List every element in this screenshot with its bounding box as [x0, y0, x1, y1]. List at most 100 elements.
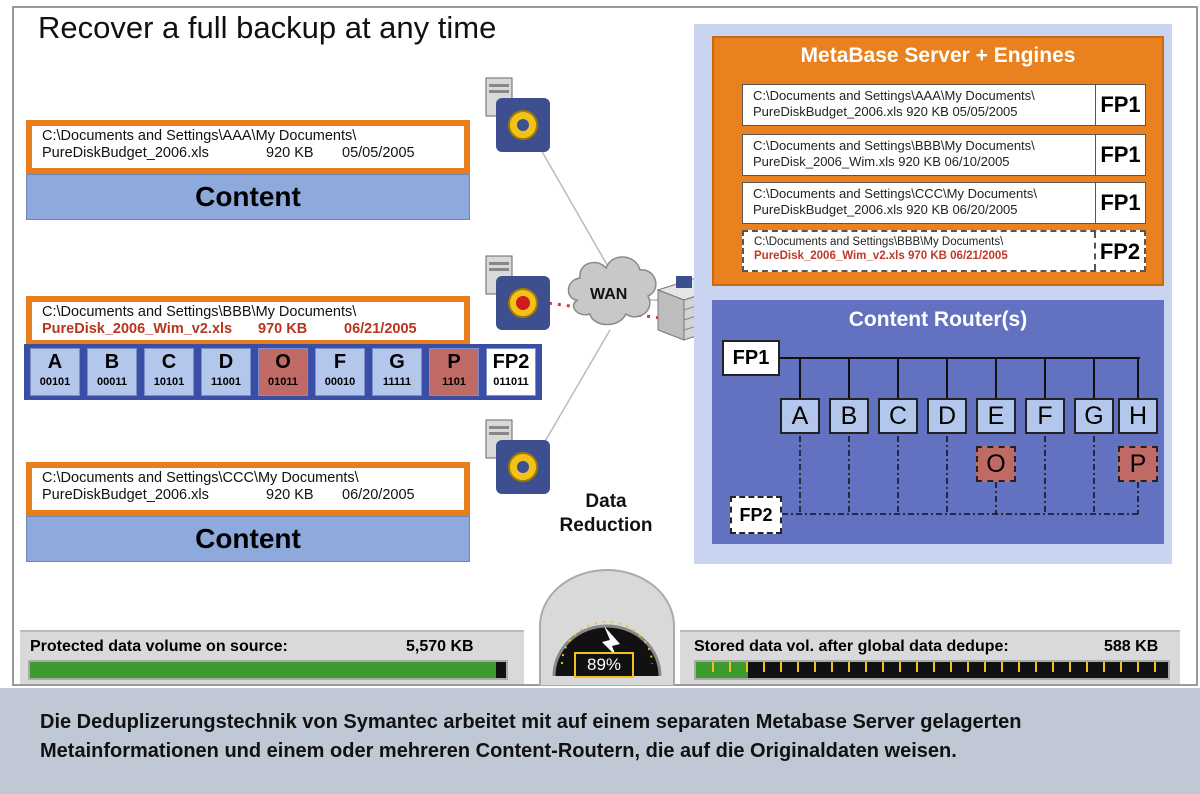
metabase-row-text: C:\Documents and Settings\BBB\My Documen… — [743, 135, 1095, 175]
right-gauge-track — [694, 660, 1170, 680]
chunk-b: B 00011 — [87, 348, 137, 396]
fingerprint-label: FP2 — [1094, 232, 1144, 270]
file-card-bbb: C:\Documents and Settings\BBB\My Documen… — [26, 296, 470, 346]
row-path: C:\Documents and Settings\BBB\My Documen… — [754, 236, 1004, 248]
right-gauge-label: Stored data vol. after global data dedup… — [694, 638, 1009, 655]
row-path: C:\Documents and Settings\CCC\My Documen… — [753, 186, 1037, 201]
row-path: C:\Documents and Settings\AAA\My Documen… — [753, 88, 1035, 103]
metabase-row-text: C:\Documents and Settings\BBB\My Documen… — [744, 232, 1094, 270]
fingerprint-label: FP1 — [1095, 135, 1145, 175]
chunk-strip: A 00101 B 00011 C 10101 D 11001 O 01011 F 00010 G 111… — [24, 344, 542, 400]
chunk-d: D 11001 — [201, 348, 251, 396]
chunk-name: G — [389, 351, 405, 373]
fingerprint-label: FP1 — [1095, 183, 1145, 223]
file-name: PureDisk_2006_Wim_v2.xls — [42, 321, 233, 337]
content-bar-top: Content — [26, 174, 470, 220]
caption-area: Die Deduplizerungstechnik von Symantec a… — [0, 688, 1200, 794]
metabase-title: MetaBase Server + Engines — [800, 44, 1076, 67]
chunk-name: P — [447, 351, 461, 373]
chunk-name: A — [47, 351, 63, 373]
data-reduction-label: Data Reduction — [559, 491, 653, 536]
file-card-ccc: C:\Documents and Settings\CCC\My Documen… — [26, 462, 470, 516]
chunk-code: 11001 — [211, 376, 241, 388]
caption-text: Die Deduplizerungstechnik von Symantec a… — [40, 711, 1022, 762]
file-size: 920 KB — [266, 145, 314, 161]
router-chunk-o: O — [976, 446, 1016, 482]
metabase-row: C:\Documents and Settings\BBB\My Documen… — [742, 134, 1146, 176]
router-chunk-h: H — [1118, 398, 1158, 434]
chunk-a: A 00101 — [30, 348, 80, 396]
file-card-aaa: C:\Documents and Settings\AAA\My Documen… — [26, 120, 470, 174]
right-gauge-value: 588 KB — [1104, 638, 1159, 655]
right-gauge-ticks — [712, 662, 1156, 672]
router-chunk-p: P — [1118, 446, 1158, 482]
dial-percent-label: 89% — [574, 652, 634, 678]
row-path: C:\Documents and Settings\BBB\My Documen… — [753, 138, 1035, 153]
chunk-code: 01011 — [268, 376, 298, 388]
file-date: 05/05/2005 — [342, 145, 415, 161]
router-chunk-b: B — [829, 398, 869, 434]
file-date: 06/21/2005 — [344, 321, 417, 337]
chunk-code: 011011 — [493, 376, 529, 388]
chunk-name: O — [275, 351, 291, 373]
file-name: PureDiskBudget_2006.xls — [42, 487, 209, 503]
file-size: 970 KB — [258, 321, 308, 337]
fingerprint-label: FP1 — [1095, 85, 1145, 125]
row-info: PureDisk_2006_Wim_v2.xls 970 KB 06/21/20… — [754, 250, 1008, 262]
router-chunk-g: G — [1074, 398, 1114, 434]
file-date: 06/20/2005 — [342, 487, 415, 503]
server-gear-icon-bottom — [485, 419, 550, 494]
chunk-c: C 10101 — [144, 348, 194, 396]
line-server-top — [539, 147, 611, 271]
server-gear-icon-middle — [485, 255, 550, 330]
chunk-code: 00011 — [97, 376, 127, 388]
chunk-name: F — [333, 351, 347, 373]
chunk-code: 11111 — [382, 376, 412, 388]
metabase-row: C:\Documents and Settings\CCC\My Documen… — [742, 182, 1146, 224]
left-gauge-value: 5,570 KB — [406, 638, 474, 655]
diagram-title: Recover a full backup at any time — [38, 10, 497, 45]
metabase-row-new: C:\Documents and Settings\BBB\My Documen… — [742, 230, 1146, 272]
row-info: PureDiskBudget_2006.xls 920 KB 05/05/200… — [753, 104, 1018, 119]
chunk-name: D — [218, 351, 234, 373]
file-path: C:\Documents and Settings\BBB\My Documen… — [42, 304, 357, 320]
chunk-name: FP2 — [492, 351, 530, 373]
file-path: C:\Documents and Settings\CCC\My Documen… — [42, 470, 359, 486]
wan-cloud — [567, 256, 657, 326]
router-chunk-d: D — [927, 398, 967, 434]
chunk-fp2: FP2 011011 — [486, 348, 536, 396]
chunk-name: C — [161, 351, 177, 373]
chunk-code: 00101 — [39, 376, 71, 388]
row-info: PureDisk_2006_Wim.xls 920 KB 06/10/2005 — [753, 154, 1010, 169]
metabase-row-text: C:\Documents and Settings\AAA\My Documen… — [743, 85, 1095, 125]
chunk-o: O 01011 — [258, 348, 308, 396]
router-fp1-box: FP1 — [722, 340, 780, 376]
line-server-bottom — [539, 329, 611, 451]
metabase-row-text: C:\Documents and Settings\CCC\My Documen… — [743, 183, 1095, 223]
gauge-right-panel: Stored data vol. after global data dedup… — [680, 630, 1180, 684]
gauge-left-panel: Protected data volume on source: 5,570 K… — [20, 630, 524, 684]
server-gear-icon-top — [485, 77, 550, 152]
row-info: PureDiskBudget_2006.xls 920 KB 06/20/200… — [753, 202, 1018, 217]
left-gauge-fill — [30, 662, 497, 678]
left-gauge-track — [28, 660, 508, 680]
chunk-g: G 11111 — [372, 348, 422, 396]
chunk-code: 10101 — [153, 376, 185, 388]
file-path: C:\Documents and Settings\AAA\My Documen… — [42, 128, 357, 144]
router-title: Content Router(s) — [848, 308, 1028, 331]
router-chunk-f: F — [1025, 398, 1065, 434]
router-chunk-c: C — [878, 398, 918, 434]
router-chunk-a: A — [780, 398, 820, 434]
chunk-name: B — [104, 351, 120, 373]
left-gauge-label: Protected data volume on source: — [30, 638, 288, 655]
router-fp2-box: FP2 — [730, 496, 782, 534]
chunk-code: 00010 — [324, 376, 356, 388]
content-bar-bottom: Content — [26, 516, 470, 562]
file-info: PureDisk_2006_Wim_v2.xls 970 KB 06/21/2005 — [42, 321, 454, 338]
right-gauge-fill — [696, 662, 748, 678]
wan-label: WAN — [590, 286, 628, 303]
